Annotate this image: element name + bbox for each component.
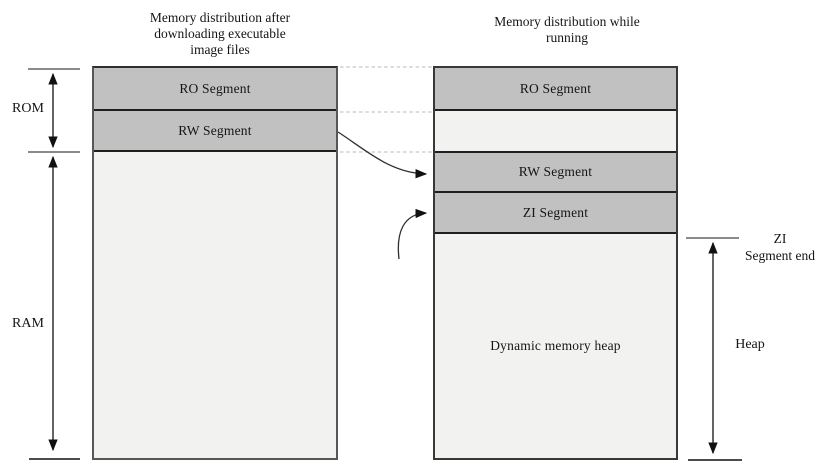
zi-segment-end-line: ZI	[773, 231, 787, 246]
ro-segment-after-download: RO Segment	[94, 68, 336, 111]
zi-segment-running: ZI Segment	[435, 193, 676, 234]
dynamic-memory-heap-region: Dynamic memory heap	[435, 234, 676, 458]
zi-relocation-arrow	[397, 208, 428, 260]
zi-segment-label: ZI Segment	[522, 204, 589, 220]
heap-label: Heap	[735, 337, 765, 352]
zi-segment-end-label: ZI Segment end	[730, 231, 829, 264]
left-column-title: Memory distribution after downloading ex…	[118, 10, 322, 58]
right-title-line: running	[546, 30, 588, 45]
memory-column-after-download: RO Segment RW Segment	[92, 66, 338, 460]
ro-segment-label: RO Segment	[519, 80, 592, 96]
zi-segment-end-line: Segment end	[744, 247, 816, 263]
left-title-line: image files	[190, 42, 250, 57]
rw-segment-label: RW Segment	[518, 164, 593, 179]
left-title-line: Memory distribution after	[149, 10, 291, 25]
ro-segment-running: RO Segment	[435, 68, 676, 111]
rom-label: ROM	[12, 101, 44, 116]
unused-ram-region	[94, 152, 336, 458]
heap-region-label: Dynamic memory heap	[490, 338, 621, 353]
rw-segment-label: RW Segment	[178, 122, 252, 138]
rw-segment-running: RW Segment	[435, 153, 676, 193]
empty-gap-region	[435, 111, 676, 153]
left-title-line: downloading executable	[154, 26, 286, 41]
right-title-line: Memory distribution while	[494, 14, 640, 29]
ram-label: RAM	[12, 316, 44, 331]
rw-relocation-arrow	[337, 131, 428, 179]
right-column-title: Memory distribution while running	[465, 14, 669, 46]
ro-segment-label: RO Segment	[179, 80, 251, 96]
memory-column-running: RO Segment RW Segment ZI Segment Dynamic…	[433, 66, 678, 460]
rw-segment-after-download: RW Segment	[94, 111, 336, 152]
